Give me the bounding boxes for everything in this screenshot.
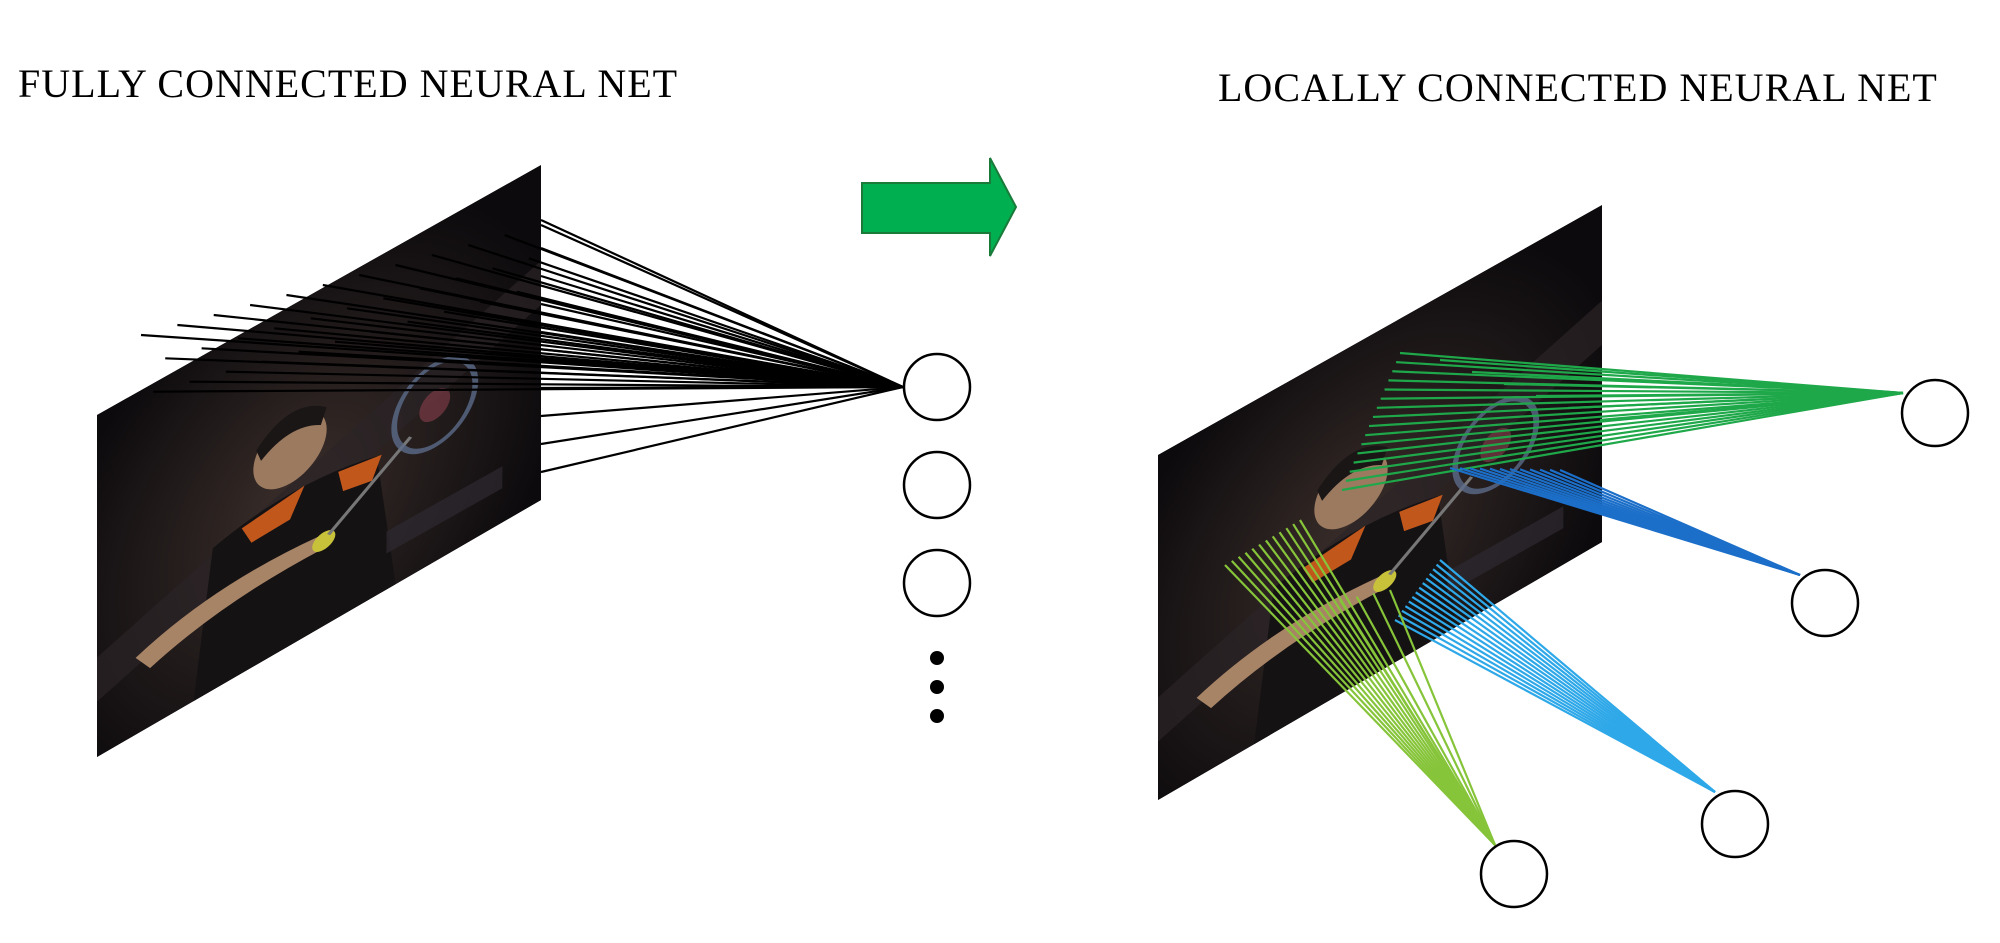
neuron-1 bbox=[902, 352, 972, 422]
local-weight-line-group-1 bbox=[1376, 391, 1904, 409]
fc-weight-line bbox=[540, 219, 904, 388]
local-neuron-3 bbox=[1700, 789, 1770, 859]
fully-connected-title: FULLY CONNECTED NEURAL NET bbox=[18, 61, 679, 106]
local-weight-line-group-4 bbox=[1244, 552, 1496, 846]
locally-connected-weights bbox=[1224, 351, 1904, 846]
local-weight-line-group-1 bbox=[1357, 391, 1904, 455]
fc-weight-line bbox=[431, 253, 904, 389]
fc-weight-line bbox=[213, 313, 904, 389]
local-weight-line-group-4 bbox=[1278, 531, 1496, 846]
neuron-3 bbox=[902, 548, 972, 618]
local-weight-line-group-1 bbox=[1341, 391, 1904, 492]
local-weight-line-group-2 bbox=[1559, 468, 1801, 577]
local-weight-line-group-1 bbox=[1535, 391, 1904, 398]
fc-weight-line bbox=[225, 370, 904, 389]
fc-weight-line bbox=[540, 358, 904, 389]
fc-weight-line bbox=[540, 385, 904, 474]
local-neuron-1 bbox=[1900, 378, 1970, 448]
local-weight-line-group-4 bbox=[1224, 564, 1496, 846]
local-weight-line-group-4 bbox=[1372, 592, 1496, 846]
local-weight-line-group-1 bbox=[1439, 358, 1904, 395]
local-weight-line-group-1 bbox=[1345, 391, 1904, 482]
fc-weight-line bbox=[540, 385, 904, 418]
local-weight-line-group-4 bbox=[1388, 589, 1497, 846]
local-weight-line-group-1 bbox=[1349, 391, 1904, 473]
local-neuron-4 bbox=[1479, 839, 1549, 909]
ellipsis-dots-icon bbox=[930, 651, 944, 723]
local-weight-line-group-4 bbox=[1339, 599, 1496, 846]
local-neuron-2 bbox=[1790, 568, 1860, 638]
fc-weight-line bbox=[165, 357, 904, 389]
local-weight-line-group-1 bbox=[1503, 382, 1904, 395]
fc-weight-line bbox=[540, 302, 904, 389]
fc-weight-line bbox=[322, 283, 904, 389]
local-weight-line-group-4 bbox=[1285, 527, 1496, 846]
local-weight-line-group-1 bbox=[1599, 391, 1904, 422]
fc-weight-line bbox=[467, 243, 904, 389]
local-weight-line-group-4 bbox=[1299, 519, 1496, 846]
fully-connected-weights bbox=[140, 219, 904, 474]
local-weight-line-group-4 bbox=[1265, 539, 1496, 846]
local-weight-line-group-3 bbox=[1439, 559, 1716, 793]
fc-weight-line bbox=[177, 323, 904, 389]
input-image-plane-right bbox=[1158, 205, 1602, 800]
fc-weight-line bbox=[540, 385, 904, 446]
local-weight-line-group-1 bbox=[1353, 391, 1904, 464]
local-weight-line-group-4 bbox=[1271, 535, 1496, 846]
local-weight-line-group-1 bbox=[1368, 391, 1904, 428]
fc-weight-line bbox=[540, 385, 904, 390]
transition-arrow-icon bbox=[861, 157, 1018, 257]
local-weight-line-group-4 bbox=[1237, 556, 1496, 846]
local-weight-line-group-4 bbox=[1258, 543, 1496, 846]
local-weight-line-group-4 bbox=[1231, 560, 1496, 846]
fc-weight-line bbox=[540, 274, 904, 389]
neuron-column bbox=[902, 352, 972, 618]
fc-weight-line bbox=[540, 246, 904, 389]
local-weight-line-group-1 bbox=[1384, 388, 1904, 395]
local-weight-line-group-4 bbox=[1251, 547, 1496, 846]
local-neurons bbox=[1479, 378, 1970, 909]
fc-weight-line bbox=[249, 303, 904, 389]
locally-connected-title: LOCALLY CONNECTED NEURAL NET bbox=[1218, 65, 1938, 110]
local-weight-line-group-4 bbox=[1355, 596, 1496, 846]
input-image-plane-left bbox=[97, 165, 541, 757]
local-weight-line-group-1 bbox=[1567, 391, 1904, 410]
fc-weight-line bbox=[201, 347, 904, 389]
local-weight-line-group-1 bbox=[1471, 370, 1904, 395]
fc-weight-line bbox=[358, 273, 904, 389]
neuron-2 bbox=[902, 450, 972, 520]
fc-weight-line bbox=[189, 380, 904, 389]
fc-weight-line bbox=[540, 330, 904, 389]
